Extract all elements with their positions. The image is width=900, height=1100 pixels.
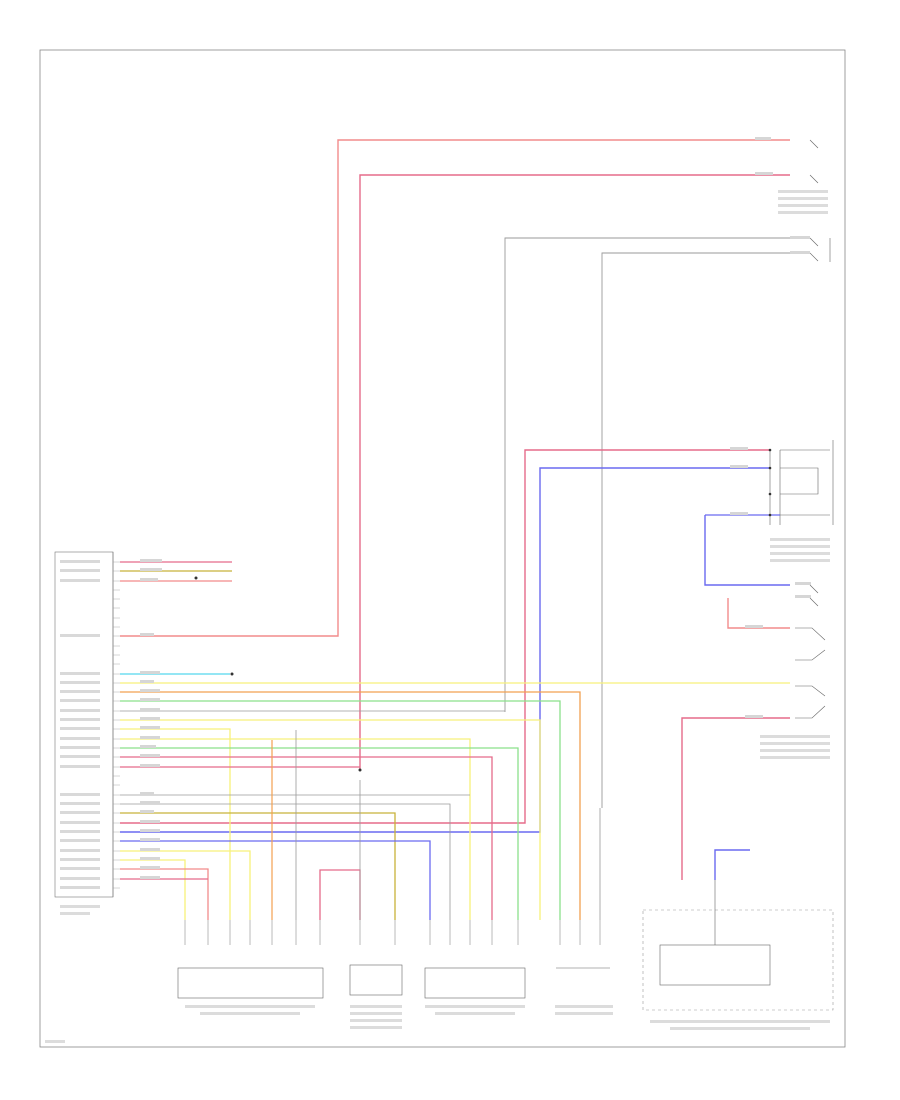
ecm-pin-label-marks bbox=[60, 560, 100, 889]
connector-ticks-bottom bbox=[184, 920, 601, 945]
component-caption-marks bbox=[45, 190, 830, 1043]
right-connector-bank bbox=[705, 440, 834, 525]
ecm-signal-wires bbox=[120, 561, 790, 920]
dashed-module-right bbox=[642, 880, 834, 1011]
top-right-switch bbox=[809, 139, 831, 262]
splice-dots bbox=[194, 448, 772, 772]
ecm-pin-ticks bbox=[113, 561, 120, 889]
sensor-component-middle bbox=[349, 964, 403, 996]
top-wires bbox=[120, 139, 790, 808]
vertical-wires bbox=[271, 730, 601, 920]
right-sensor-wires bbox=[120, 449, 790, 880]
right-switches bbox=[795, 584, 826, 719]
diagram-border bbox=[39, 49, 846, 1048]
solenoid-assembly-a bbox=[177, 967, 324, 999]
wire-label-marks bbox=[140, 137, 811, 879]
engine-control-module bbox=[54, 551, 114, 898]
solenoid-assembly-b bbox=[424, 967, 526, 999]
